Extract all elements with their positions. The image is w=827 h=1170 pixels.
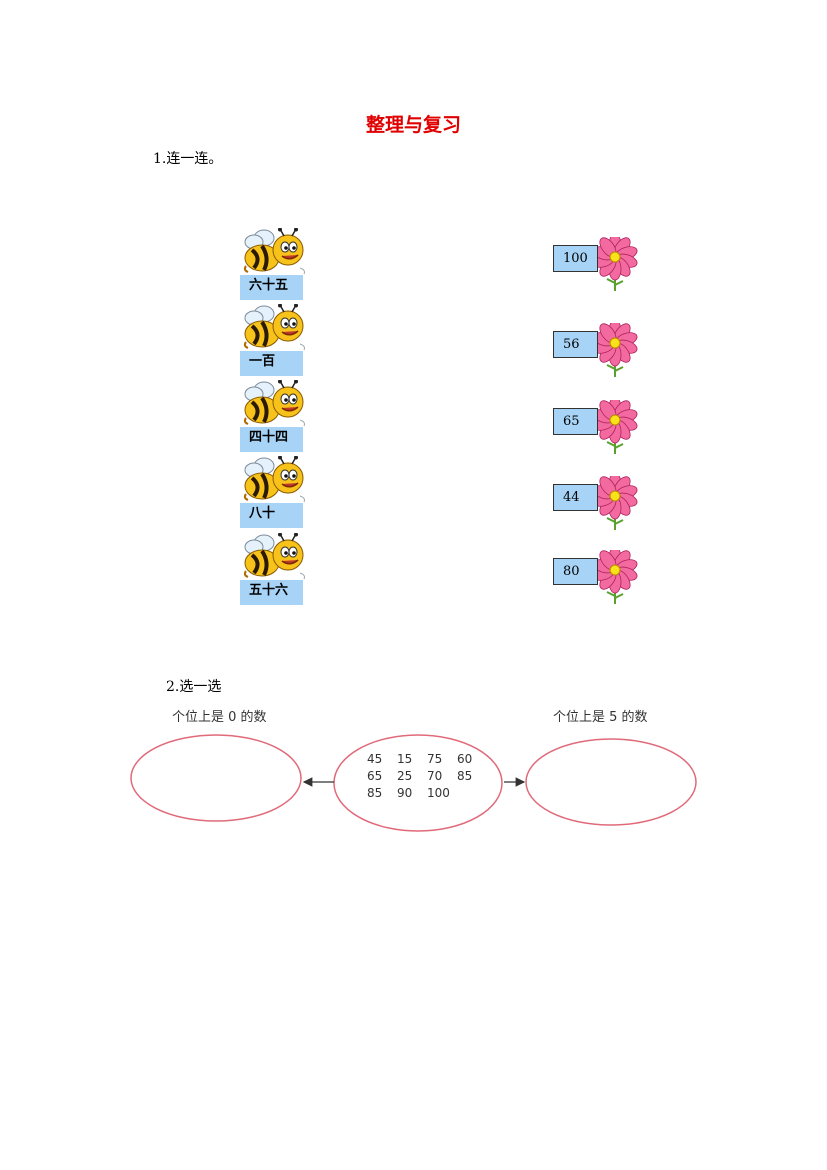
bee-number-label: 八十 [240, 503, 303, 528]
question-1-label: 1.连一连。 [153, 151, 223, 167]
number-item: 85 [457, 769, 473, 783]
left-ellipse-caption: 个位上是 0 的数 [172, 710, 267, 725]
bee-card[interactable]: 六十五 [240, 228, 308, 300]
number-item: 45 [367, 752, 383, 766]
bee-icon [243, 456, 305, 503]
number-item: 100 [427, 786, 450, 800]
right-answer-ellipse [525, 738, 697, 826]
bee-icon [243, 228, 305, 275]
flower-number-box: 100 [553, 245, 598, 272]
page-title: 整理与复习 [365, 114, 461, 136]
flower-number-box: 80 [553, 558, 598, 585]
flower-icon [595, 550, 638, 604]
number-item: 75 [427, 752, 443, 766]
bee-icon [243, 533, 305, 580]
bee-icon [243, 380, 305, 427]
bee-card[interactable]: 一百 [240, 304, 308, 376]
flower-icon [595, 323, 638, 377]
bee-number-label: 六十五 [240, 275, 303, 300]
flower-card[interactable]: 80 [553, 550, 643, 610]
bee-number-label: 五十六 [240, 580, 303, 605]
flower-number-box: 65 [553, 408, 598, 435]
question-2-label: 2.选一选 [166, 679, 222, 695]
right-ellipse-caption: 个位上是 5 的数 [553, 710, 648, 725]
flower-number-box: 44 [553, 484, 598, 511]
flower-icon [595, 237, 638, 291]
number-grid: 45 15 75 60 65 25 70 85 85 90 100 [367, 752, 487, 800]
bee-card[interactable]: 五十六 [240, 533, 308, 605]
flower-card[interactable]: 44 [553, 476, 643, 536]
bee-card[interactable]: 四十四 [240, 380, 308, 452]
number-item: 25 [397, 769, 413, 783]
number-item: 15 [397, 752, 413, 766]
number-item: 85 [367, 786, 383, 800]
bee-number-label: 一百 [240, 351, 303, 376]
flower-card[interactable]: 65 [553, 400, 643, 460]
bee-card[interactable]: 八十 [240, 456, 308, 528]
left-answer-ellipse [130, 734, 302, 822]
number-item: 70 [427, 769, 443, 783]
flower-icon [595, 400, 638, 454]
flower-number-box: 56 [553, 331, 598, 358]
flower-icon [595, 476, 638, 530]
bee-icon [243, 304, 305, 351]
bee-number-label: 四十四 [240, 427, 303, 452]
number-item: 65 [367, 769, 383, 783]
number-item: 60 [457, 752, 473, 766]
flower-card[interactable]: 100 [553, 237, 643, 297]
number-item: 90 [397, 786, 413, 800]
flower-card[interactable]: 56 [553, 323, 643, 383]
